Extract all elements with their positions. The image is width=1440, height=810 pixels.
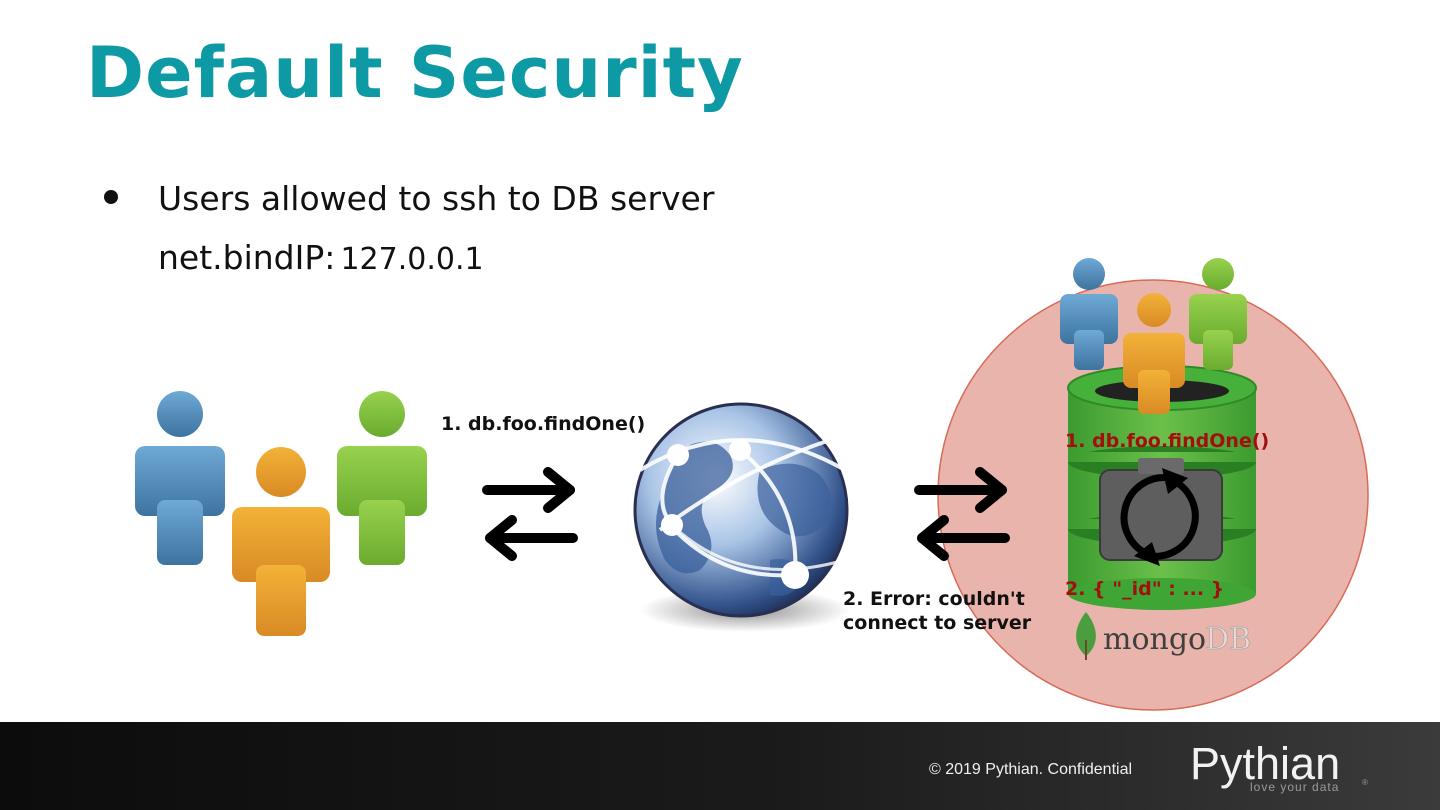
- footer: © 2019 Pythian. Confidential Pythian lov…: [0, 722, 1440, 810]
- orange-user-icon-small: [1123, 293, 1185, 414]
- remote-request-label: 1. db.foo.findOne(): [441, 413, 646, 435]
- green-user-icon-small: [1189, 258, 1247, 370]
- mongodb-leaf-icon: [1076, 612, 1096, 656]
- config-line: net.bindIP: 127.0.0.1: [158, 238, 484, 277]
- globe-network-icon: [633, 402, 850, 632]
- error-label-line2: connect to server: [843, 612, 1032, 634]
- users-group-icon: [135, 391, 427, 636]
- mongodb-logo: mongo DB: [1076, 612, 1252, 660]
- database-icon: [1067, 365, 1257, 610]
- pythian-logo: Pythian: [1190, 738, 1341, 789]
- error-label-line1: 2. Error: couldn't: [843, 588, 1025, 610]
- mongodb-wordmark-db: DB: [1205, 622, 1251, 657]
- bullet-text: Users allowed to ssh to DB server: [158, 179, 715, 218]
- local-response-label: 2. { "_id" : ... }: [1065, 578, 1225, 600]
- mongodb-wordmark: mongo: [1103, 622, 1206, 657]
- network-diagram: mongo DB: [135, 258, 1369, 711]
- copyright-text: © 2019 Pythian. Confidential: [929, 761, 1133, 778]
- sync-box: [1099, 469, 1223, 561]
- green-user-icon: [337, 391, 427, 565]
- config-key: net.bindIP:: [158, 238, 336, 277]
- config-value: 127.0.0.1: [340, 242, 484, 277]
- bullet-dot: [104, 190, 118, 204]
- sync-arrow-icon: [1120, 474, 1171, 559]
- slide-title: Default Security: [86, 32, 744, 114]
- bidirectional-arrows-icon-right: [914, 467, 1010, 561]
- bidirectional-arrows-icon: [482, 467, 578, 561]
- local-request-label: 1. db.foo.findOne(): [1065, 430, 1270, 452]
- pythian-tagline: love your data: [1250, 780, 1340, 794]
- orange-user-icon: [232, 447, 330, 636]
- registered-mark-icon: ®: [1362, 778, 1368, 787]
- blue-user-icon: [135, 391, 225, 565]
- blue-user-icon-small: [1060, 258, 1118, 370]
- local-users-group-icon: [1060, 258, 1247, 414]
